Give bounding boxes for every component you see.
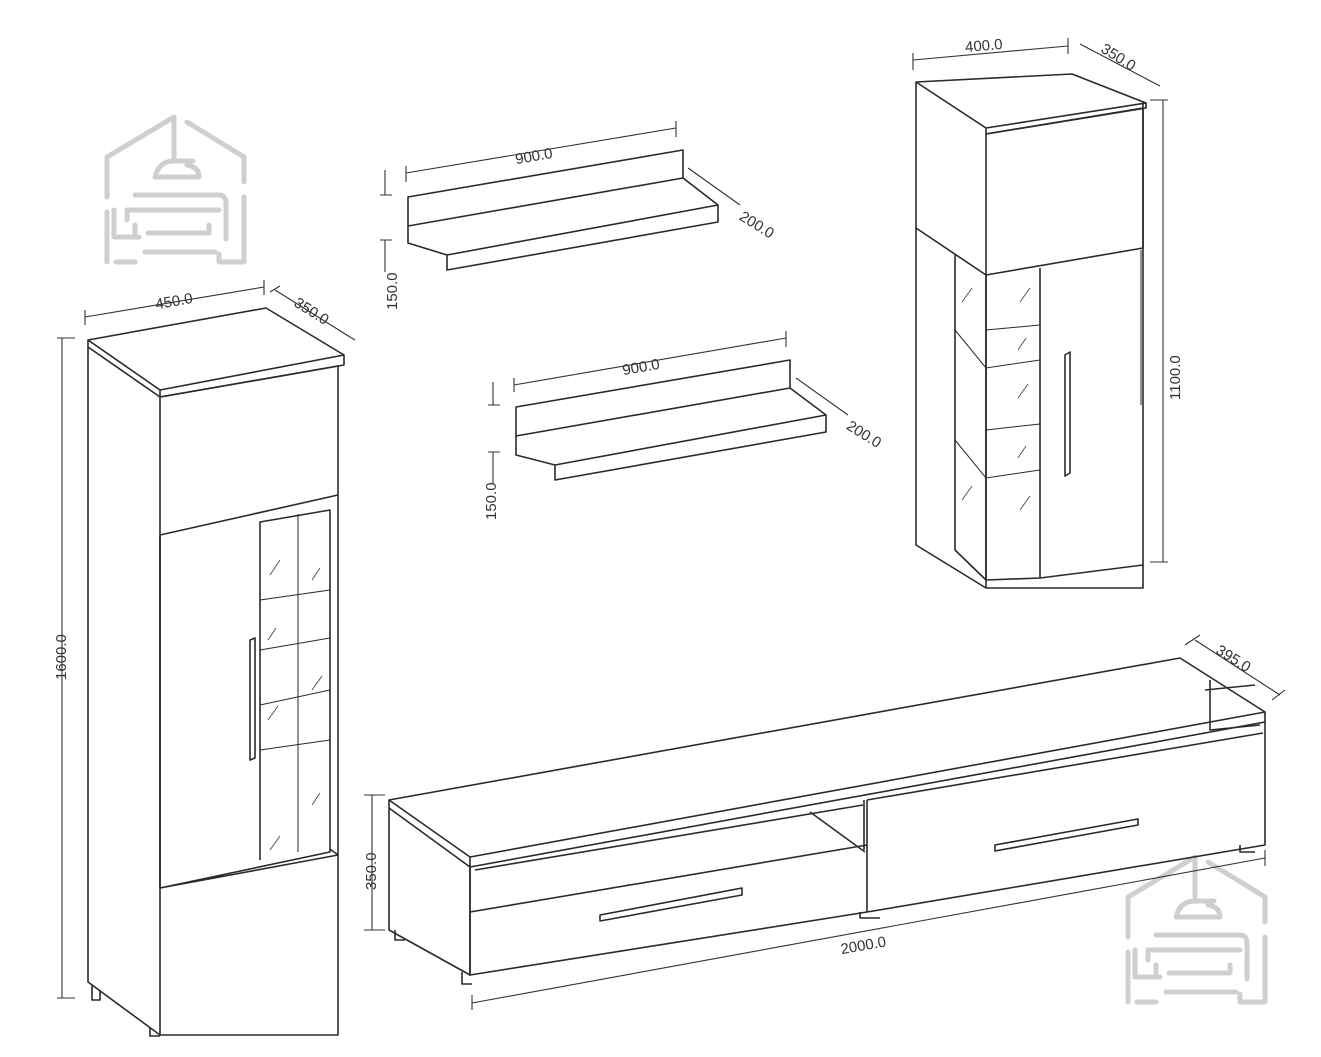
tv-stand: 350.0 395.0 2000.0 xyxy=(363,634,1286,1010)
shelf-top-height-label: 150.0 xyxy=(384,272,401,310)
shelf-bottom-width-label: 900.0 xyxy=(621,356,661,379)
tv-stand-width-label: 2000.0 xyxy=(839,933,887,958)
small-cabinet-width-label: 400.0 xyxy=(964,36,1003,56)
small-cabinet-depth-label: 350.0 xyxy=(1098,40,1139,74)
small-cabinet-height-label: 1100.0 xyxy=(1167,355,1184,400)
tv-stand-depth-label: 395.0 xyxy=(1213,642,1254,676)
tall-cabinet-depth-label: 350.0 xyxy=(291,294,332,328)
brand-logo-top-left xyxy=(104,114,247,265)
shelf-top-width-label: 900.0 xyxy=(514,145,554,168)
tall-display-cabinet: 450.0 350.0 1600.0 xyxy=(53,280,356,1037)
shelf-bottom-height-label: 150.0 xyxy=(483,482,500,520)
shelf-bottom-depth-label: 200.0 xyxy=(843,417,884,451)
wall-shelf-bottom: 900.0 200.0 150.0 xyxy=(483,331,884,520)
shelf-top-depth-label: 200.0 xyxy=(736,208,777,242)
tall-cabinet-height-label: 1600.0 xyxy=(53,634,70,680)
tall-cabinet-width-label: 450.0 xyxy=(154,290,194,313)
small-display-cabinet: 400.0 350.0 1100.0 xyxy=(912,36,1184,589)
tv-stand-height-label: 350.0 xyxy=(363,852,380,890)
wall-shelf-top: 900.0 200.0 150.0 xyxy=(380,121,777,310)
